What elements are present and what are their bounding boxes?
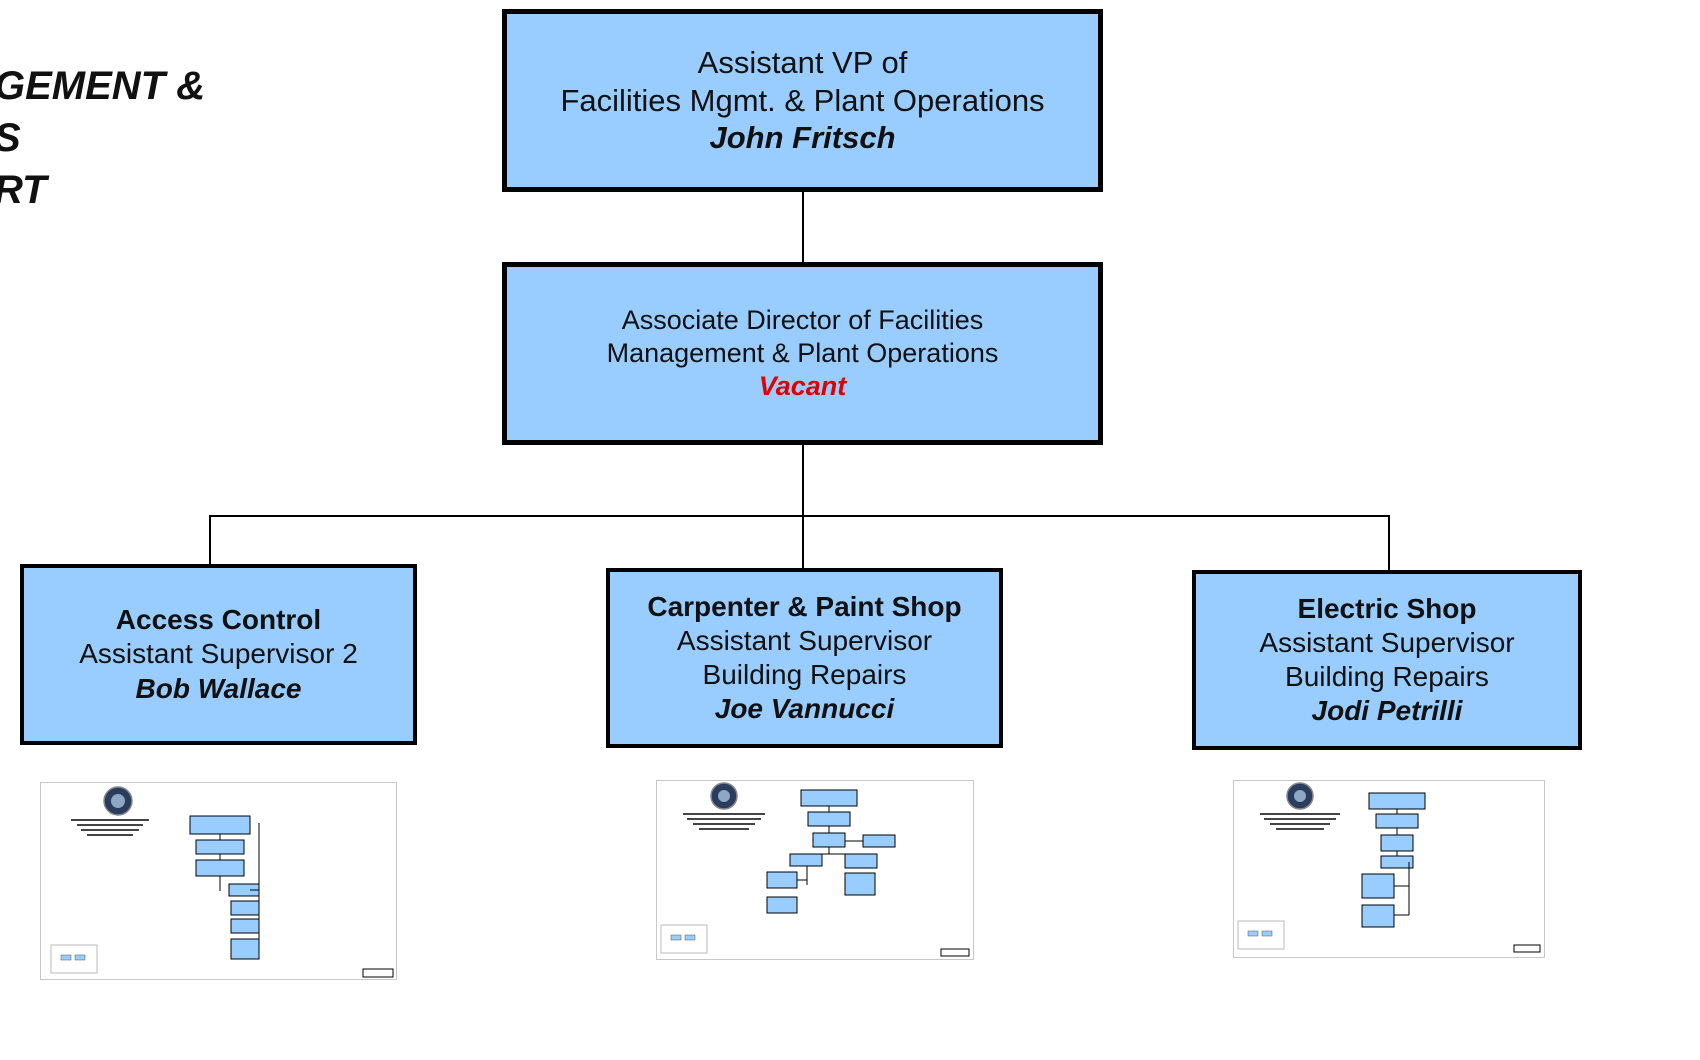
access-control-name: Bob Wallace [135,672,302,704]
connector-horizontal-bus [209,515,1390,517]
associate-director-box: Associate Director of Facilities Managem… [502,262,1103,445]
carpenter-paint-dept: Carpenter & Paint Shop [647,590,962,622]
page-title: GEMENT & S RT [0,60,205,216]
electric-shop-chart-thumbnail[interactable] [1233,780,1545,958]
electric-shop-dept: Electric Shop [1297,592,1477,624]
access-control-box: Access Control Assistant Supervisor 2 Bo… [20,564,417,745]
title-line-3: RT [0,168,47,212]
carpenter-paint-role-2: Building Repairs [702,659,907,690]
associate-director-title-2: Management & Plant Operations [606,338,999,369]
title-line-2: S [0,112,205,164]
access-control-dept: Access Control [115,604,322,636]
access-control-role: Assistant Supervisor 2 [79,638,358,670]
carpenter-paint-thumbnail-drawing [660,782,970,957]
connector-top-to-second [802,190,804,264]
associate-director-name: Vacant [758,370,847,401]
electric-shop-box: Electric Shop Assistant Supervisor Build… [1192,570,1582,750]
access-control-thumbnail-drawing [50,786,394,978]
title-line-1: GEMENT & [0,64,206,108]
electric-shop-role-1: Assistant Supervisor [1259,626,1515,658]
carpenter-paint-role-1: Assistant Supervisor [676,624,933,656]
assistant-vp-box: Assistant VP of Facilities Mgmt. & Plant… [502,9,1103,192]
connector-bus-to-access-control [209,515,211,566]
access-control-chart-thumbnail[interactable] [40,782,397,980]
associate-director-title-1: Associate Director of Facilities [621,305,984,336]
assistant-vp-name: John Fritsch [709,120,896,156]
carpenter-paint-name: Joe Vannucci [714,693,895,725]
electric-shop-role-2: Building Repairs [1285,661,1489,692]
assistant-vp-title-2: Facilities Mgmt. & Plant Operations [560,82,1045,118]
electric-shop-name: Jodi Petrilli [1311,695,1463,727]
connector-bus-to-electric [1388,515,1390,572]
connector-second-to-bus [802,443,804,569]
carpenter-paint-chart-thumbnail[interactable] [656,780,974,960]
carpenter-paint-box: Carpenter & Paint Shop Assistant Supervi… [606,568,1003,748]
electric-shop-thumbnail-drawing [1237,782,1541,953]
assistant-vp-title-1: Assistant VP of [697,44,908,80]
